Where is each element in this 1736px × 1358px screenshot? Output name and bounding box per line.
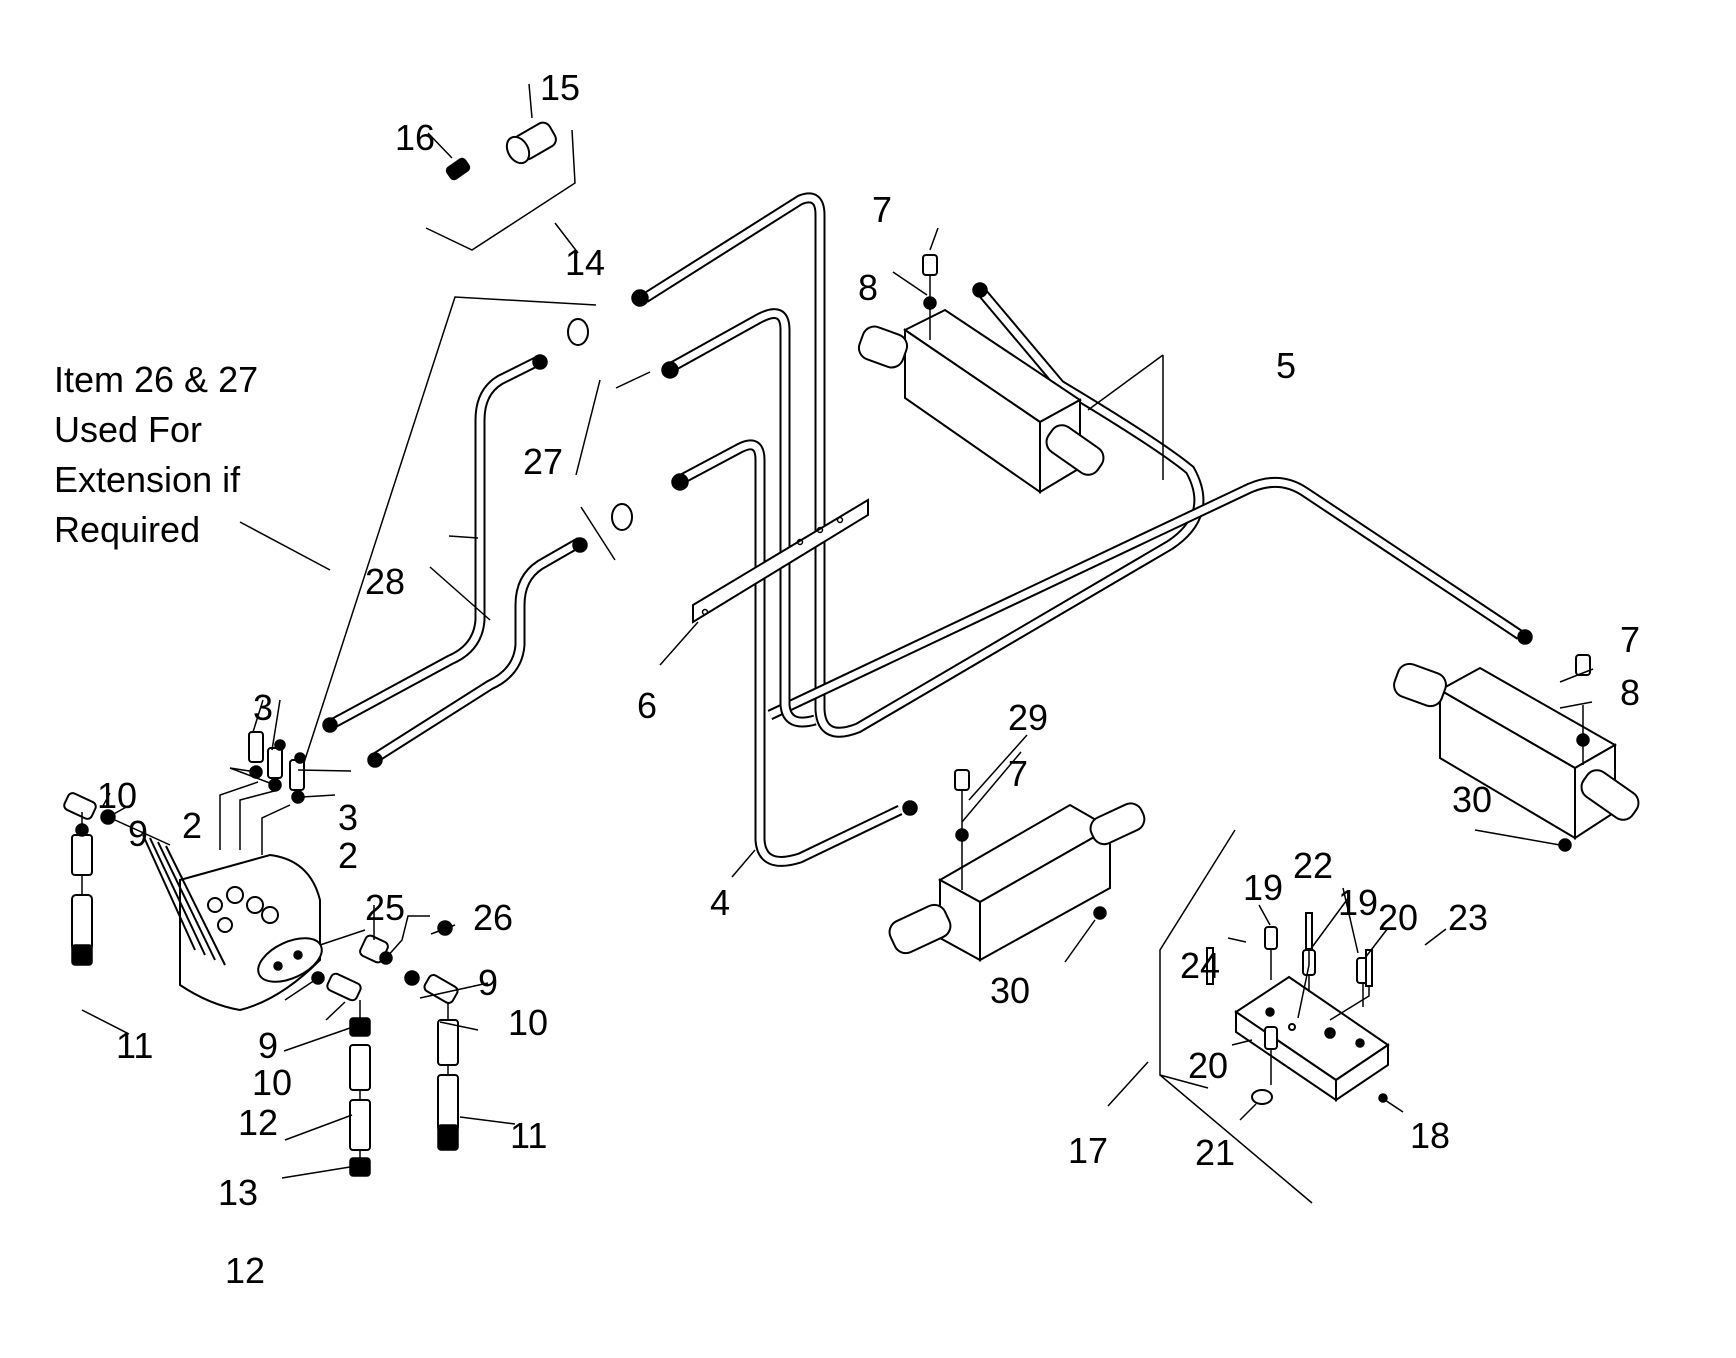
callout-8-b: 8	[1620, 672, 1640, 713]
hose-28-b	[372, 537, 583, 763]
hose-5-b	[767, 476, 1524, 720]
hose-28-a	[327, 355, 543, 730]
callout-2-a: 2	[182, 805, 202, 846]
part-21-seal	[1251, 1089, 1273, 1105]
callout-9-c: 9	[478, 962, 498, 1003]
part-9-oring-left	[100, 809, 116, 825]
callout-10-a: 10	[97, 775, 137, 816]
hose-fittings	[322, 282, 1533, 816]
manifold-block	[1159, 829, 1390, 1204]
callout-18: 18	[1410, 1115, 1450, 1156]
callout-25: 25	[365, 887, 405, 928]
note-line-3: Extension if	[54, 459, 241, 500]
note-line-1: Item 26 & 27	[54, 359, 258, 400]
callout-7-b: 7	[1620, 619, 1640, 660]
center-line-13	[311, 971, 371, 1177]
callout-27-a: 27	[523, 441, 563, 482]
part-9-oring-right	[404, 970, 420, 986]
callout-3-b: 3	[338, 797, 358, 838]
callout-7-a: 7	[872, 189, 892, 230]
part-13-tube	[349, 1044, 371, 1091]
part-27-coupler-upper	[567, 318, 589, 346]
right-line-11	[319, 920, 459, 1151]
callout-12-a: 12	[238, 1102, 278, 1143]
part-27-coupler-lower	[611, 503, 633, 531]
cylinder-lower	[888, 769, 1146, 962]
callout-16: 16	[395, 117, 435, 158]
part-3-fitting-c	[289, 759, 305, 791]
note-line-2: Used For	[54, 409, 202, 450]
callout-19-a: 19	[1243, 867, 1283, 908]
callout-5: 5	[1276, 345, 1296, 386]
callout-28: 28	[365, 561, 405, 602]
part-10-elbow-left	[63, 792, 97, 820]
part-10-elbow-center	[326, 972, 362, 1002]
callout-21: 21	[1195, 1132, 1235, 1173]
callout-6: 6	[637, 685, 657, 726]
callout-14: 14	[565, 242, 605, 283]
kit-17-bracket	[1159, 829, 1236, 1089]
part-3-fitting-a	[248, 731, 264, 763]
part-6-bracket	[659, 498, 869, 666]
part-19-fitting-a	[1264, 926, 1278, 950]
callout-30-a: 30	[1452, 779, 1492, 820]
part-24-bolt	[1206, 947, 1214, 985]
kit-14-bracket	[425, 129, 576, 251]
part-30-fitting-right	[1558, 838, 1572, 852]
callout-9-b: 9	[258, 1025, 278, 1066]
part-15-coupler	[505, 121, 557, 165]
callout-20-a: 20	[1378, 897, 1418, 938]
callout-24: 24	[1180, 945, 1220, 986]
cylinder-right	[1393, 654, 1640, 852]
control-valve	[142, 781, 323, 1012]
callout-3-a: 3	[253, 687, 273, 728]
part-3-fitting-b	[267, 747, 283, 779]
callout-15: 15	[540, 67, 580, 108]
callout-8-a: 8	[858, 267, 878, 308]
callout-13: 13	[218, 1172, 258, 1213]
callout-20-b: 20	[1188, 1045, 1228, 1086]
fittings-2-3	[248, 731, 306, 804]
left-line-11	[63, 792, 171, 966]
part-10-elbow-right	[423, 974, 459, 1004]
cylinder-upper	[857, 254, 1105, 494]
callout-26: 26	[473, 897, 513, 938]
kit-14	[425, 83, 579, 254]
part-12-fitting-lower	[349, 1157, 371, 1177]
callout-19-b: 19	[1338, 882, 1378, 923]
part-12-fitting-upper	[349, 1017, 371, 1037]
callout-23: 23	[1448, 897, 1488, 938]
callout-17: 17	[1068, 1130, 1108, 1171]
callout-22: 22	[1293, 845, 1333, 886]
extension-note: Item 26 & 27 Used For Extension if Requi…	[54, 296, 597, 776]
callout-9-a: 9	[128, 813, 148, 854]
part-9-oring-center	[311, 971, 325, 985]
callout-labels: 3 3 2 2 10 9 11 9 10 12 13 12 25 26 9 10…	[97, 67, 1640, 1291]
part-30-fitting-lower	[1093, 906, 1107, 920]
hoses	[327, 192, 1524, 867]
part-22-bolt	[1305, 912, 1313, 950]
callout-29: 29	[1008, 697, 1048, 738]
callout-11-a: 11	[116, 1025, 153, 1066]
callout-12-b: 12	[225, 1250, 265, 1291]
note-line-4: Required	[54, 509, 200, 550]
callout-4: 4	[710, 882, 730, 923]
callout-30-b: 30	[990, 970, 1030, 1011]
callout-2-b: 2	[338, 835, 358, 876]
callout-11-b: 11	[510, 1115, 547, 1156]
hose-5-a	[642, 192, 1205, 738]
callout-10-c: 10	[508, 1002, 548, 1043]
hose-4	[677, 439, 903, 867]
hose-middle	[667, 308, 817, 728]
callout-7-c: 7	[1008, 753, 1028, 794]
callout-10-b: 10	[252, 1062, 292, 1103]
leader-lines	[81, 227, 1594, 1179]
part-20-fitting-b	[1264, 1026, 1278, 1050]
part-16-adapter	[445, 157, 471, 181]
